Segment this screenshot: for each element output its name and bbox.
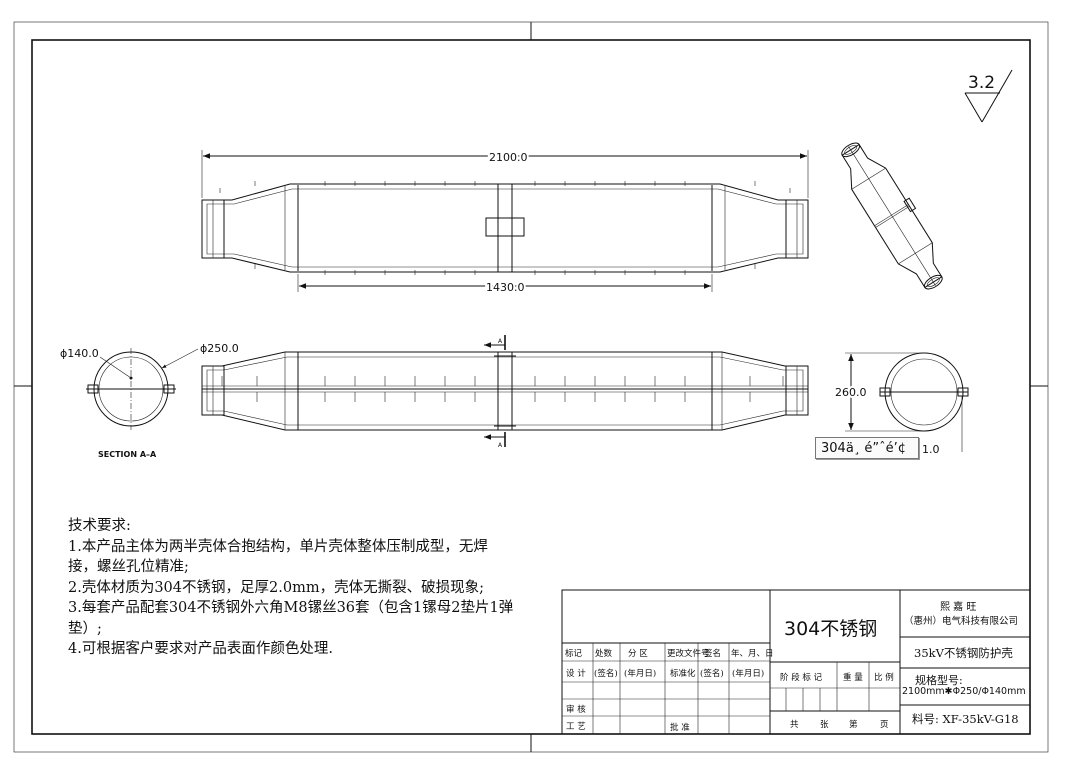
top-view: 2100.0 [201,149,809,296]
isometric-view [841,142,943,290]
company-name: 熙 嘉 旺 [940,602,977,613]
material-label: 304不锈钢 [784,618,878,640]
sheet-unit-2: 页 [880,720,889,730]
dim-large-diameter: ϕ250.0 [200,342,239,355]
product-name: 35kV不锈钢防护壳 [914,646,1013,660]
scale-header: 比 例 [874,673,894,683]
company-full-name: （惠州）电气科技有限公司 [904,616,1019,627]
side-view: 260.0 1.0 [833,352,969,456]
note-line-6: 4.可根据客户要求对产品表面作颜色处理. [68,641,333,657]
note-line-4: 3.每套产品配套304不锈钢外六角M8镙丝36套（包含1镙母2垫片1弹 [68,600,514,616]
cell-approve: 批 准 [670,723,690,733]
front-view: A A [201,335,809,449]
cell-count: 处数 [595,649,613,659]
cell-design: 设 计 [566,669,586,679]
dim-height: 260.0 [835,386,867,399]
cell-change-doc: 更改文件号 [667,649,710,659]
notes-heading: 技术要求: [68,518,131,534]
cell-standardization: 标准化 [670,669,696,679]
section-mark-top: A [498,338,503,345]
part-number: 料号: XF-35kV-G18 [912,712,1019,726]
cell-process: 工 艺 [566,722,586,732]
cell-std-date: (年月日) [732,669,765,679]
note-line-1: 1.本产品主体为两半壳体合抱结构，单片壳体整体压制成型，无焊 [68,538,488,555]
section-mark-bottom: A [498,442,503,449]
cell-design-sign: (签名) [594,669,618,679]
stage-mark-header: 阶 段 标 记 [780,673,823,683]
section-a-a: ϕ140.0 ϕ250.0 SECTION A–A [60,342,239,459]
cell-sign: 签名 [704,649,722,659]
dim-small-diameter: ϕ140.0 [60,347,99,360]
sheet-total: 共 [790,720,799,730]
spec-value: 2100mm✱Φ250/Φ140mm [902,686,1026,697]
cell-review: 审 核 [566,705,586,715]
note-line-5: 垫）; [68,620,102,637]
material-callout: 304ä¸ é”ˆé’¢ [815,437,919,459]
cell-std-sign: (签名) [700,669,724,679]
section-title: SECTION A–A [98,450,157,459]
cell-date: 年、月、日 [731,649,774,659]
weight-header: 重 量 [843,673,863,683]
technical-notes: 技术要求: 1.本产品主体为两半壳体合抱结构，单片壳体整体压制成型，无焊 接，螺… [68,516,548,660]
sheet-unit-1: 张 [820,720,829,730]
spec-label: 规格型号: [915,674,963,687]
cell-zone: 分 区 [628,649,648,659]
dim-body-length: 1430.0 [486,281,525,294]
note-line-2: 接，螺丝孔位精准; [68,559,189,575]
dim-partial: 1.0 [922,443,940,456]
sheet-number: 第 [849,720,858,730]
cell-mark: 标记 [565,649,583,659]
roughness-value: 3.2 [968,73,995,93]
cell-design-date: (年月日) [624,669,657,679]
roughness-symbol: 3.2 [964,69,1013,123]
dim-overall-length: 2100.0 [489,151,528,164]
title-block-grid [561,589,1031,735]
note-line-3: 2.壳体材质为304不锈钢，足厚2.0mm，壳体无撕裂、破损现象; [68,579,484,596]
